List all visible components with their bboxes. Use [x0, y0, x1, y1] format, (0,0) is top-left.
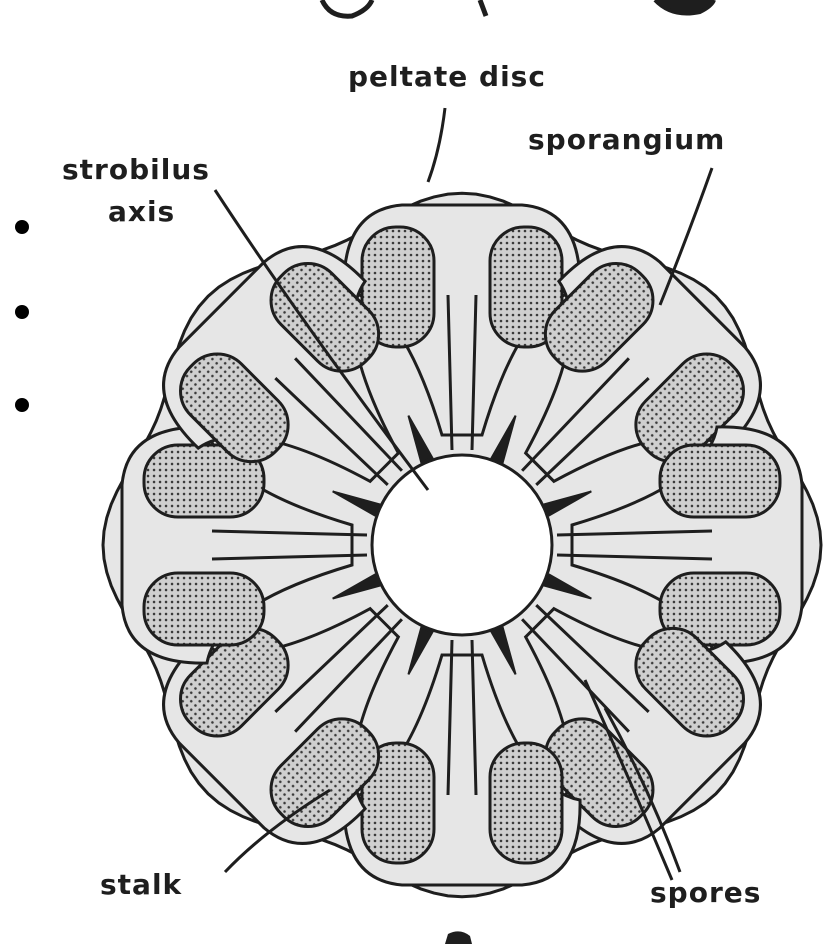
label-axis: axis [108, 197, 175, 227]
list-bullet-1 [15, 220, 29, 234]
sporangium-shape [660, 445, 780, 517]
label-sporangium: sporangium [528, 125, 725, 155]
list-bullet-2 [15, 305, 29, 319]
label-spores: spores [650, 878, 761, 908]
label-strobilus: strobilus [62, 155, 210, 185]
sporangium-shape [144, 573, 264, 645]
label-peltate-disc: peltate disc [348, 62, 546, 92]
leader-peltate-disc [428, 108, 445, 182]
sporangium-shape [490, 743, 562, 863]
list-bullet-3 [15, 398, 29, 412]
strobilus-axis-core [372, 455, 552, 635]
label-stalk: stalk [100, 870, 182, 900]
